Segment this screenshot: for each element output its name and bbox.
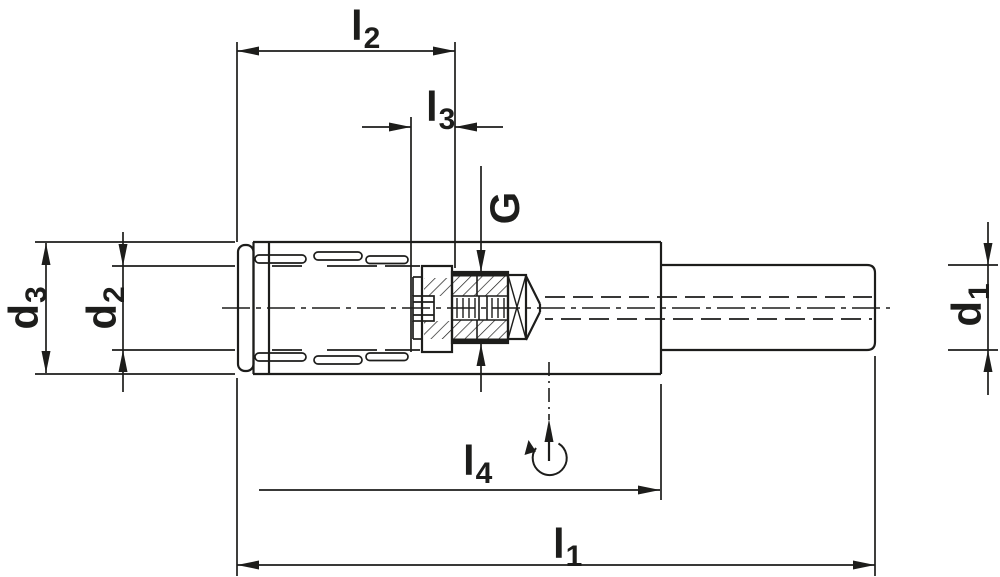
label-d2: d2	[78, 286, 131, 329]
label-l2: l2	[351, 2, 380, 55]
arrow-l1-right	[853, 560, 875, 570]
label-l3: l3	[426, 83, 455, 136]
collet-slit	[254, 254, 307, 264]
rotation-arc	[531, 442, 568, 477]
collet-slit	[313, 355, 363, 365]
arrow-d3-top	[41, 243, 51, 265]
construction-lines	[222, 296, 890, 320]
label-d1: d1	[943, 283, 996, 326]
hatch-area	[452, 276, 508, 296]
collet-slit	[254, 352, 307, 362]
arrow-l3-right	[455, 122, 477, 132]
arrow-d3-bottom	[41, 351, 51, 373]
hatch-area	[452, 320, 508, 339]
arrow-l4	[638, 485, 660, 495]
rotation-arrow-head	[544, 419, 554, 442]
rotation-arc-head	[524, 440, 536, 455]
arrow-d2-top	[118, 244, 128, 266]
label-l1: l1	[553, 520, 582, 573]
arrow-d1-bottom	[983, 350, 993, 372]
arrowheads	[41, 46, 993, 570]
arrow-G-top	[476, 250, 486, 272]
arrow-d2-bottom	[118, 350, 128, 372]
collet-slits-bottom	[254, 349, 420, 365]
collet-slits-top	[254, 251, 420, 267]
arrow-d1-top	[983, 243, 993, 265]
label-l4: l4	[463, 437, 493, 490]
screw-front-cap	[506, 273, 528, 341]
hatch-area	[424, 321, 452, 339]
label-G: G	[481, 192, 528, 225]
arrow-l2-right	[433, 46, 455, 56]
cap-chamfer	[507, 274, 527, 340]
dimension-lines	[35, 42, 998, 576]
section-hatching	[424, 276, 508, 339]
collet-slit	[365, 352, 409, 362]
collet-slit	[365, 255, 409, 265]
label-d3: d3	[0, 286, 53, 329]
arrow-l1-left	[237, 560, 259, 570]
collet-slit	[313, 251, 363, 261]
arrow-l3-left	[389, 122, 411, 132]
hatch-area	[424, 278, 452, 296]
rotation-direction-symbol	[524, 362, 568, 477]
arrow-l2-left	[237, 46, 259, 56]
arrow-G-bottom	[476, 344, 486, 366]
